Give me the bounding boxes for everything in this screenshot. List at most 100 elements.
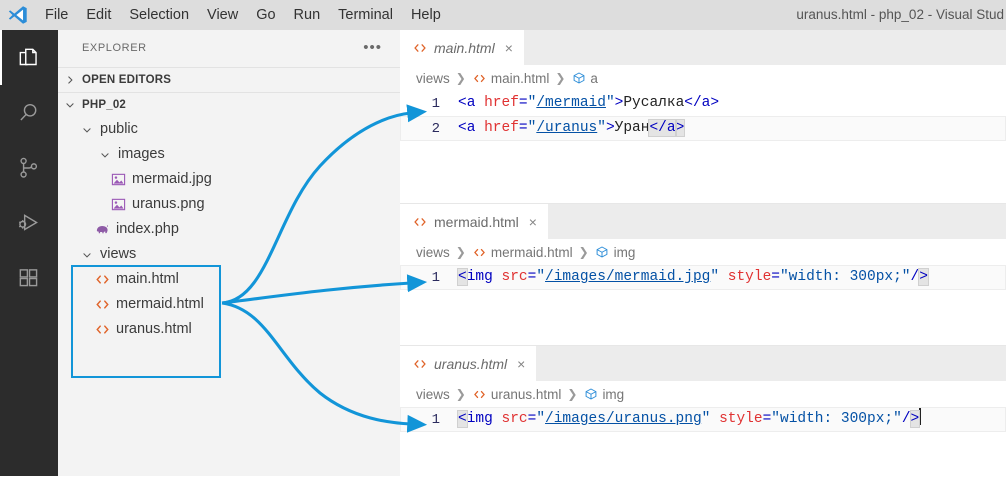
tab-uranus-html-label: uranus.html [434,355,508,372]
breadcrumb-folder[interactable]: views [416,386,450,402]
activity-extensions-button[interactable] [0,250,58,305]
tree-item-main-html-label: main.html [116,271,179,287]
menu-view[interactable]: View [207,7,239,23]
close-icon[interactable]: × [504,39,513,56]
breadcrumb-separator-icon: ❯ [578,245,589,259]
chevron-down-icon [78,246,95,263]
breadcrumb-folder[interactable]: views [416,244,450,260]
html-file-icon [412,356,427,371]
tree-item-views[interactable]: views [58,242,400,267]
vscode-logo-icon [0,0,36,30]
menu-file[interactable]: File [45,7,69,23]
breadcrumb-symbol[interactable]: a [571,71,598,86]
search-icon [16,100,42,126]
explorer-sidebar: EXPLORER ••• OPEN EDITORS PHP_02 pub [58,30,400,476]
tab-uranus-html[interactable]: uranus.html × [400,346,537,381]
section-open-editors-label: OPEN EDITORS [82,74,172,86]
extensions-icon [16,265,42,291]
breadcrumb-file[interactable]: uranus.html [472,387,561,402]
breadcrumb-file[interactable]: main.html [472,70,550,86]
activity-explorer-button[interactable] [0,30,58,85]
breadcrumb-symbol[interactable]: img [595,244,636,260]
breadcrumb-separator-icon: ❯ [555,71,566,85]
activity-run-debug-button[interactable] [0,195,58,250]
breadcrumb-file-label: mermaid.html [490,244,573,260]
symbol-field-icon [583,387,598,402]
close-icon[interactable]: × [517,355,526,372]
html-file-icon [472,71,487,86]
activity-source-control-button[interactable] [0,140,58,195]
menu-bar[interactable]: File Edit Selection View Go Run Terminal… [36,4,450,26]
editor-group-mermaid-html: mermaid.html × views ❯ mermaid.html ❯ [400,203,1006,346]
tree-item-public[interactable]: public [58,117,400,142]
breadcrumb-3: views ❯ uranus.html ❯ [400,381,1006,407]
tree-item-mermaid-jpg-label: mermaid.jpg [132,171,212,187]
html-file-icon [94,296,111,313]
chevron-right-icon [62,72,78,88]
section-php-02-label: PHP_02 [82,99,127,111]
breadcrumb-file[interactable]: mermaid.html [472,245,573,260]
run-and-debug-icon [16,210,42,236]
breadcrumb-folder[interactable]: views [416,70,450,86]
section-php-02[interactable]: PHP_02 [58,93,400,117]
code-editor-uranus-html[interactable]: 1 <img src="/images/uranus.png" style="w… [400,407,1006,432]
menu-go[interactable]: Go [256,7,276,23]
tree-item-mermaid-html[interactable]: mermaid.html [58,292,400,317]
window-title: uranus.html - php_02 - Visual Stud [796,7,1004,22]
breadcrumb-separator-icon: ❯ [455,387,466,401]
section-open-editors[interactable]: OPEN EDITORS [58,67,400,93]
line-content: <a href="/mermaid">Русалка</a> [458,95,720,111]
editor-group-main-html: main.html × views ❯ main.html ❯ [400,30,1006,203]
chevron-down-icon [62,97,78,113]
menu-selection[interactable]: Selection [129,7,190,23]
tree-item-index-php-label: index.php [116,221,179,237]
html-file-icon [472,387,487,402]
tree-item-uranus-png-label: uranus.png [132,196,205,212]
code-line[interactable]: 1 <img src="/images/mermaid.jpg" style="… [400,265,1006,290]
tree-item-mermaid-html-label: mermaid.html [116,296,204,312]
tree-item-images[interactable]: images [58,142,400,167]
code-editor-mermaid-html[interactable]: 1 <img src="/images/mermaid.jpg" style="… [400,265,1006,290]
menu-terminal[interactable]: Terminal [338,7,393,23]
tree-item-uranus-html[interactable]: uranus.html [58,317,400,342]
chevron-down-icon [78,121,95,138]
close-icon[interactable]: × [528,213,537,230]
breadcrumb-2: views ❯ mermaid.html ❯ [400,239,1006,265]
tree-item-images-label: images [118,146,165,162]
breadcrumb-symbol-label: a [590,70,598,86]
tab-mermaid-html[interactable]: mermaid.html × [400,204,548,239]
explorer-more-actions-icon[interactable]: ••• [363,38,382,56]
breadcrumb-symbol-label: img [613,244,636,260]
tab-strip-2: mermaid.html × [400,204,1006,239]
code-editor-main-html[interactable]: 1 <a href="/mermaid">Русалка</a> 2 <a hr… [400,91,1006,141]
chevron-down-icon [96,146,113,163]
tree-item-uranus-png[interactable]: uranus.png [58,192,400,217]
tree-item-mermaid-jpg[interactable]: mermaid.jpg [58,167,400,192]
source-control-icon [16,155,42,181]
text-cursor [919,408,921,425]
tree-item-main-html[interactable]: main.html [58,267,400,292]
code-line[interactable]: 1 <img src="/images/uranus.png" style="w… [400,407,1006,432]
tab-strip-3: uranus.html × [400,346,1006,381]
php-elephant-icon [94,221,111,238]
breadcrumb-separator-icon: ❯ [567,387,578,401]
line-number: 1 [431,411,440,428]
title-bar: File Edit Selection View Go Run Terminal… [0,0,1006,30]
menu-run[interactable]: Run [293,7,321,23]
breadcrumb-file-label: main.html [490,70,550,86]
activity-bar [0,30,58,476]
tree-item-views-label: views [100,246,137,262]
tree-item-index-php[interactable]: index.php [58,217,400,242]
tab-strip-1: main.html × [400,30,1006,65]
image-file-icon [110,196,127,213]
breadcrumb-symbol-label: img [602,386,625,402]
explorer-icon [16,45,42,71]
menu-help[interactable]: Help [410,7,441,23]
breadcrumb-symbol[interactable]: img [583,387,624,402]
tab-main-html[interactable]: main.html × [400,30,524,65]
activity-search-button[interactable] [0,85,58,140]
menu-edit[interactable]: Edit [86,7,112,23]
code-line[interactable]: 1 <a href="/mermaid">Русалка</a> [400,91,1006,116]
code-line[interactable]: 2 <a href="/uranus">Уран</a> [400,116,1006,141]
